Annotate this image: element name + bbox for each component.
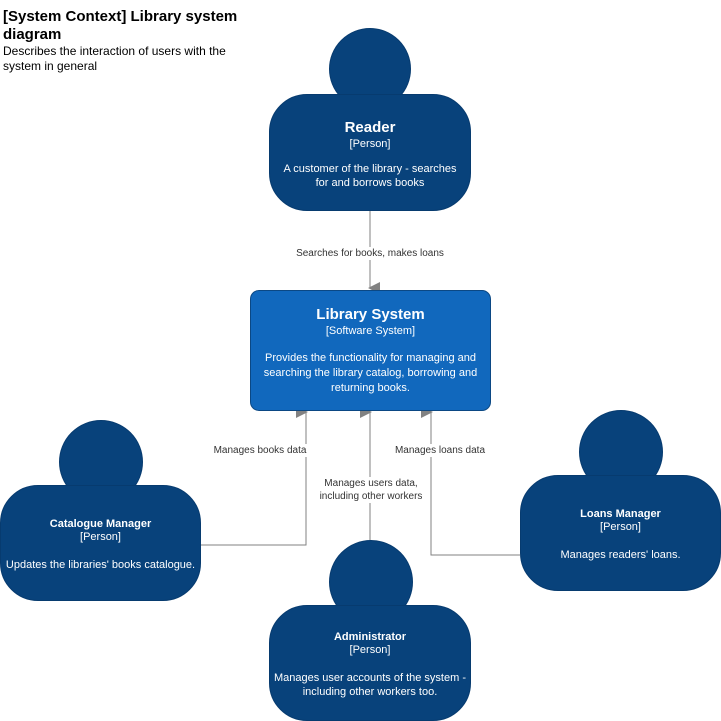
node-type: [Person]: [600, 521, 641, 533]
node-type: [Software System]: [325, 325, 416, 337]
node-description: Updates the libraries' books catalogue.: [5, 559, 196, 571]
node-type: [Person]: [349, 138, 391, 150]
node-name: Loans Manager: [580, 508, 661, 520]
edge-loans-to-system: [421, 406, 520, 556]
person-body: Reader [Person] A customer of the librar…: [269, 94, 471, 211]
person-body: Administrator [Person] Manages user acco…: [269, 605, 471, 721]
node-name: Administrator: [333, 631, 407, 643]
edge-label-admin: Manages users data, including other work…: [312, 477, 430, 503]
node-name: Reader: [344, 119, 396, 136]
person-body: Catalogue Manager [Person] Updates the l…: [0, 485, 201, 601]
node-description: Manages readers' loans.: [560, 549, 681, 561]
diagram-description: Describes the interaction of users with …: [3, 44, 226, 73]
edge-label-loans: Manages loans data: [388, 444, 492, 457]
node-description: Manages user accounts of the system - in…: [274, 672, 466, 698]
node-name: Library System: [316, 306, 425, 323]
diagram-title: [System Context] Library system diagram: [3, 8, 238, 43]
edge-catalogue-to-system: [200, 406, 308, 546]
system-library[interactable]: Library System [Software System] Provide…: [250, 290, 491, 411]
edge-label-catalogue: Manages books data: [206, 444, 314, 457]
node-type: [Person]: [349, 644, 391, 656]
node-name: Catalogue Manager: [49, 518, 152, 530]
node-type: [Person]: [80, 531, 121, 543]
node-description: A customer of the library - searches for…: [283, 163, 457, 189]
edge-label-reader: Searches for books, makes loans: [285, 247, 455, 260]
person-body: Loans Manager [Person] Manages readers' …: [520, 475, 721, 591]
node-description: Provides the functionality for managing …: [263, 352, 478, 394]
